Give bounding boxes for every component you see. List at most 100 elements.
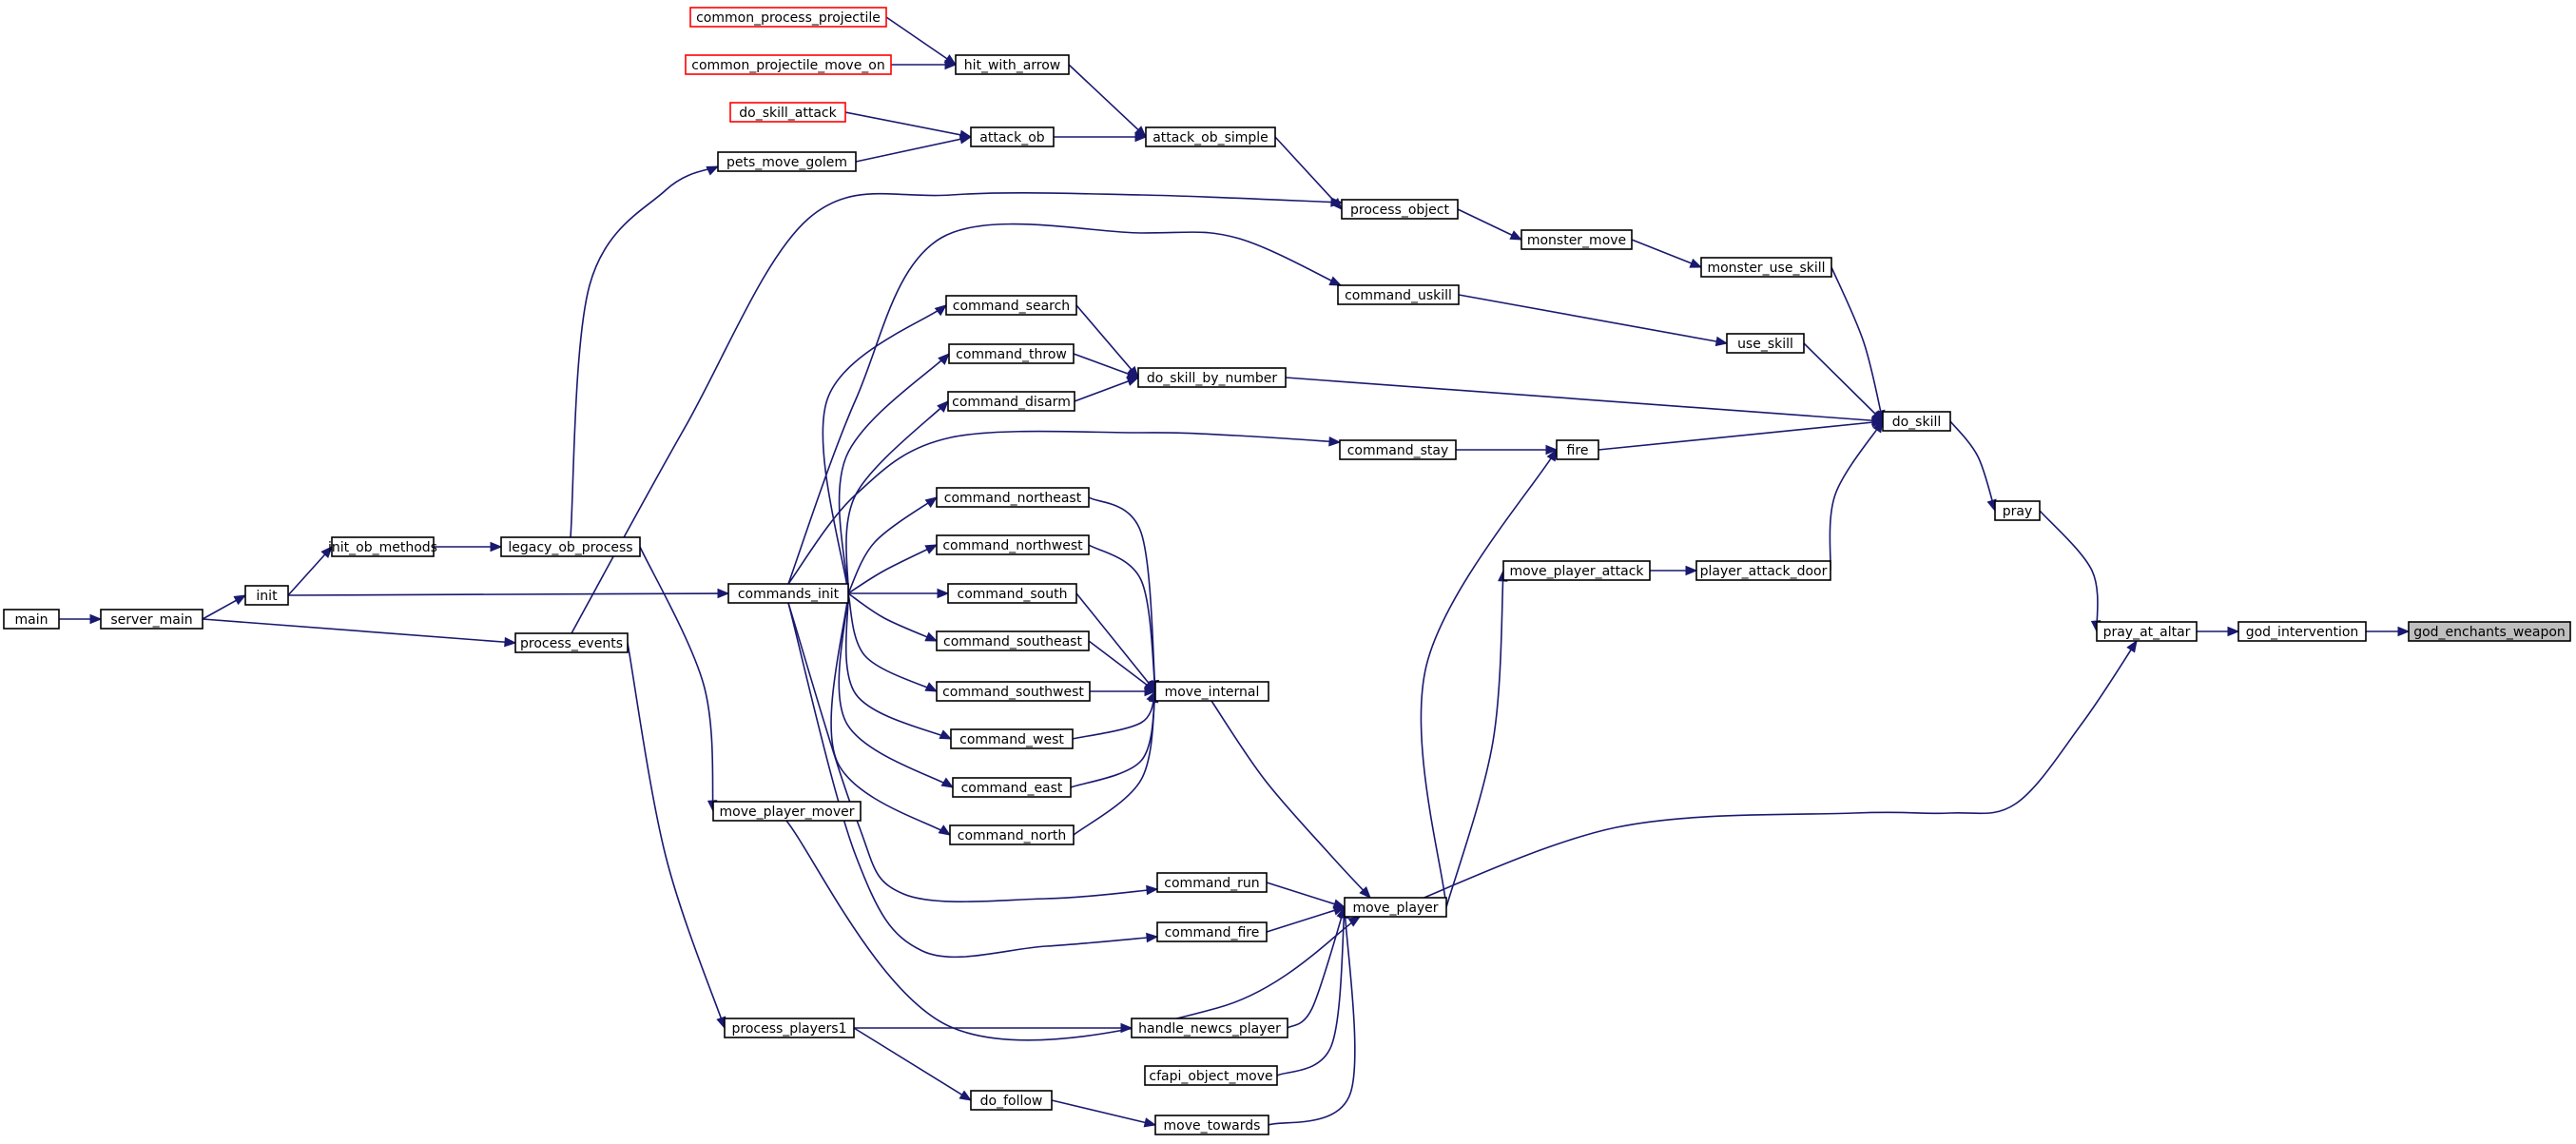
node-label: do_skill_attack xyxy=(739,106,837,121)
node-init_ob_methods[interactable]: init_ob_methods xyxy=(328,536,437,557)
arrowhead xyxy=(1685,565,1698,576)
node-move_internal[interactable]: move_internal xyxy=(1154,681,1269,702)
node-commands_init[interactable]: commands_init xyxy=(727,583,849,604)
node-label: command_southwest xyxy=(942,685,1084,700)
node-command_disarm[interactable]: command_disarm xyxy=(947,391,1075,412)
arrowhead xyxy=(2126,639,2138,653)
node-label: handle_newcs_player xyxy=(1138,1021,1281,1037)
arrowhead xyxy=(1146,932,1159,943)
edge-player_attack_door-to-do_skill xyxy=(1829,419,1884,572)
edge-commands_init-to-command_west xyxy=(844,592,953,740)
node-use_skill[interactable]: use_skill xyxy=(1726,333,1805,354)
node-move_towards[interactable]: move_towards xyxy=(1154,1115,1269,1135)
edge-pets_move_golem-to-attack_ob xyxy=(855,134,973,163)
edge-pray-to-pray_at_altar xyxy=(2039,510,2101,633)
edge-command_fire-to-move_player xyxy=(1266,905,1346,933)
node-box xyxy=(689,7,887,28)
node-process_object[interactable]: process_object xyxy=(1341,199,1459,220)
node-cfapi_object_move[interactable]: cfapi_object_move xyxy=(1144,1065,1278,1086)
node-do_follow[interactable]: do_follow xyxy=(970,1090,1053,1111)
node-command_uskill[interactable]: command_uskill xyxy=(1337,284,1460,305)
edge-monster_move-to-monster_use_skill xyxy=(1631,239,1703,268)
node-command_south[interactable]: command_south xyxy=(947,583,1077,604)
arrowhead xyxy=(1330,197,1344,207)
edge-commands_init-to-command_run xyxy=(787,602,1159,902)
node-pets_move_golem[interactable]: pets_move_golem xyxy=(717,151,857,172)
node-server_main[interactable]: server_main xyxy=(100,609,203,630)
node-common_projectile_move_on[interactable]: common_projectile_move_on xyxy=(685,54,892,75)
node-label: common_projectile_move_on xyxy=(691,58,885,73)
node-box xyxy=(970,126,1055,147)
edge-move_towards-to-move_player xyxy=(1268,905,1356,1126)
edge-process_events-to-process_object xyxy=(571,192,1344,634)
node-attack_ob[interactable]: attack_ob xyxy=(970,126,1055,147)
node-box xyxy=(1339,439,1457,460)
node-do_skill_attack[interactable]: do_skill_attack xyxy=(729,102,846,123)
node-box xyxy=(1726,333,1805,354)
node-label: move_internal xyxy=(1165,685,1260,700)
node-label: fire xyxy=(1567,443,1589,458)
node-handle_newcs_player[interactable]: handle_newcs_player xyxy=(1131,1018,1288,1038)
edge-commands_init-to-command_throw xyxy=(838,353,950,594)
node-fire[interactable]: fire xyxy=(1556,439,1599,460)
node-attack_ob_simple[interactable]: attack_ob_simple xyxy=(1145,126,1276,147)
node-common_process_projectile[interactable]: common_process_projectile xyxy=(689,7,887,28)
arrowhead xyxy=(1347,916,1362,927)
node-command_west[interactable]: command_west xyxy=(950,728,1074,749)
node-box xyxy=(949,824,1075,845)
node-box xyxy=(936,534,1090,555)
node-move_player_attack[interactable]: move_player_attack xyxy=(1502,560,1651,581)
node-init[interactable]: init xyxy=(244,585,289,606)
arrowhead xyxy=(1328,436,1342,447)
arrowhead xyxy=(924,544,939,554)
node-label: command_northeast xyxy=(944,491,1082,506)
node-pray[interactable]: pray xyxy=(1994,500,2041,521)
node-label: use_skill xyxy=(1737,337,1793,352)
node-move_player_mover[interactable]: move_player_mover xyxy=(712,801,862,822)
node-box xyxy=(1156,921,1268,942)
node-box xyxy=(729,102,846,123)
arrowhead xyxy=(1359,886,1371,899)
node-command_stay[interactable]: command_stay xyxy=(1339,439,1457,460)
node-label: command_northwest xyxy=(942,538,1083,553)
node-hit_with_arrow[interactable]: hit_with_arrow xyxy=(955,54,1070,75)
node-monster_use_skill[interactable]: monster_use_skill xyxy=(1700,257,1832,278)
node-move_player[interactable]: move_player xyxy=(1344,897,1447,918)
node-command_fire[interactable]: command_fire xyxy=(1156,921,1268,942)
node-command_east[interactable]: command_east xyxy=(952,777,1072,798)
node-label: monster_move xyxy=(1527,233,1626,248)
node-command_southeast[interactable]: command_southeast xyxy=(936,630,1090,651)
node-pray_at_altar[interactable]: pray_at_altar xyxy=(2096,621,2198,642)
node-legacy_ob_process[interactable]: legacy_ob_process xyxy=(500,536,641,557)
edge-attack_ob-to-attack_ob_simple xyxy=(1054,131,1148,143)
edge-init-to-commands_init xyxy=(287,588,730,599)
arrowhead xyxy=(924,682,939,692)
arrowhead xyxy=(1871,417,1885,428)
node-box xyxy=(331,536,435,557)
edge-command_north-to-move_internal xyxy=(1073,689,1159,836)
arrowhead xyxy=(490,541,503,553)
node-command_southwest[interactable]: command_southwest xyxy=(936,681,1091,702)
node-command_throw[interactable]: command_throw xyxy=(948,343,1075,364)
node-box xyxy=(1131,1018,1288,1038)
node-god_enchants_weapon[interactable]: god_enchants_weapon xyxy=(2408,621,2571,642)
node-player_attack_door[interactable]: player_attack_door xyxy=(1695,560,1831,581)
node-do_skill[interactable]: do_skill xyxy=(1882,411,1951,432)
node-main[interactable]: main xyxy=(3,609,60,630)
arrowhead xyxy=(1126,377,1140,386)
node-process_players1[interactable]: process_players1 xyxy=(724,1018,855,1038)
node-do_skill_by_number[interactable]: do_skill_by_number xyxy=(1137,367,1287,388)
node-command_run[interactable]: command_run xyxy=(1156,872,1268,893)
edge-common_process_projectile-to-hit_with_arrow xyxy=(885,16,958,66)
node-process_events[interactable]: process_events xyxy=(514,632,629,653)
node-command_search[interactable]: command_search xyxy=(945,295,1077,316)
node-box xyxy=(1145,126,1276,147)
node-monster_move[interactable]: monster_move xyxy=(1520,229,1633,250)
node-label: legacy_ob_process xyxy=(508,540,632,555)
node-command_northwest[interactable]: command_northwest xyxy=(936,534,1090,555)
node-command_northeast[interactable]: command_northeast xyxy=(936,487,1090,508)
arrowhead xyxy=(1714,336,1729,347)
node-label: do_skill xyxy=(1892,415,1942,430)
node-command_north[interactable]: command_north xyxy=(949,824,1075,845)
node-god_intervention[interactable]: god_intervention xyxy=(2237,621,2367,642)
